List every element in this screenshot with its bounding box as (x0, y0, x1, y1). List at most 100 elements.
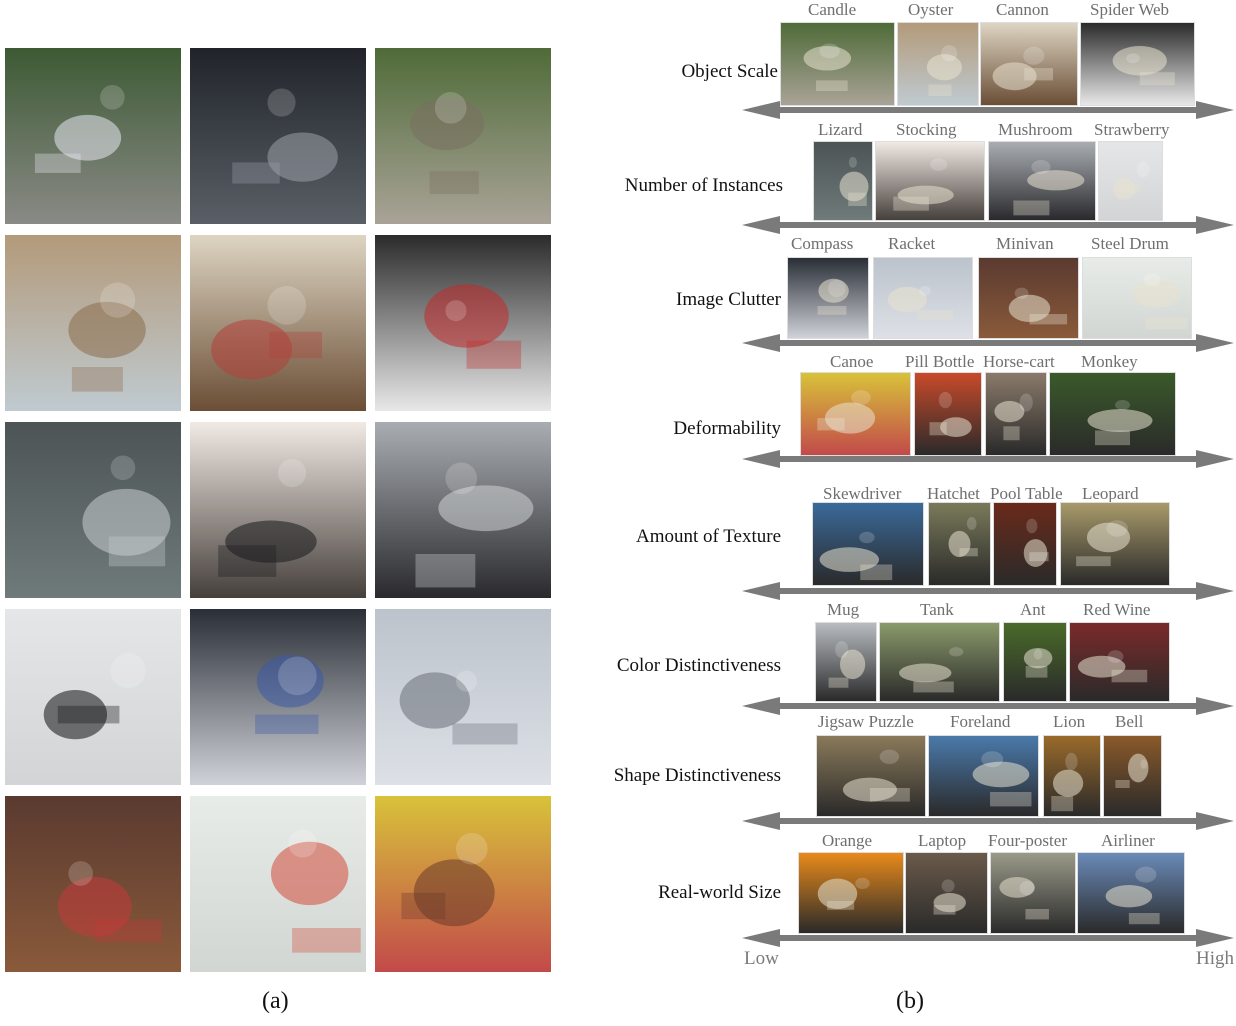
thumbnail-photo (879, 622, 1000, 702)
thumbnail-photo (897, 22, 979, 106)
low-high-arrow (742, 696, 1234, 716)
thumbnail-photo (798, 852, 904, 934)
thumbnail-caption: Mug (827, 600, 860, 619)
thumbnail-caption: Laptop (918, 831, 967, 850)
row-label: Amount of Texture (635, 526, 781, 547)
thumbnail-caption: Monkey (1081, 352, 1138, 371)
thumbnail-photo (1069, 622, 1170, 702)
thumbnail-photo (980, 22, 1078, 106)
thumbnail-photo (978, 257, 1079, 339)
shoe-wall-photo (5, 796, 181, 972)
thumbnail-photo (1060, 502, 1170, 586)
thumbnail-caption: Cannon (996, 0, 1049, 19)
low-high-arrow (742, 100, 1234, 120)
thumbnail-photo (928, 735, 1039, 817)
thumbnail-caption: Stocking (896, 120, 957, 139)
thumbnail-caption: Leopard (1082, 484, 1139, 503)
bar-stools-photo (5, 422, 181, 598)
mobile-phone-photo (375, 609, 551, 785)
thumbnail-photo (988, 141, 1096, 221)
thumbnail-caption: Spider Web (1090, 0, 1170, 19)
thumbnail-caption: Compass (791, 234, 854, 253)
low-label: Low (744, 948, 779, 969)
thumbnail-caption: Red Wine (1083, 600, 1151, 619)
thumbnail-caption: Lizard (818, 120, 863, 139)
thumbnail-caption: Hatchet (927, 484, 980, 503)
thumbnail-photo (1098, 141, 1163, 221)
kid-bicycle-photo (5, 48, 181, 224)
thumbnail-caption: Bell (1115, 712, 1144, 731)
thumbnail-photo (1003, 622, 1067, 702)
thumbnail-caption: Steel Drum (1091, 234, 1169, 253)
thumbnail-caption: Skewdriver (823, 484, 902, 503)
low-high-arrow (742, 333, 1234, 353)
low-high-arrow (742, 581, 1234, 601)
thumbnail-caption: Strawberry (1094, 120, 1170, 139)
thumbnail-caption: Lion (1053, 712, 1086, 731)
thumbnail-photo (1103, 735, 1162, 817)
thumbnail-caption: Candle (808, 0, 857, 19)
row-label: Number of Instances (624, 175, 783, 196)
row-label: Image Clutter (676, 289, 781, 310)
thumbnail-photo (875, 141, 985, 221)
thumbnail-caption: Racket (888, 234, 936, 253)
thumbnail-photo (993, 502, 1057, 586)
panel-a-label: (a) (262, 988, 289, 1014)
thumbnail-caption: Oyster (908, 0, 954, 19)
high-label: High (1196, 948, 1234, 969)
thumbnail-photo (812, 502, 924, 586)
row-label: Real-world Size (658, 882, 781, 903)
low-high-arrow (742, 811, 1234, 831)
thumbnail-photo (1080, 22, 1195, 106)
thumbnail-caption: Pill Bottle (905, 352, 975, 371)
thumbnail-photo (985, 372, 1047, 456)
open-book-photo (5, 235, 181, 411)
panel-b-label: (b) (896, 988, 924, 1014)
thumbnail-caption: Canoe (830, 352, 874, 371)
parked-bicycles-photo (190, 48, 366, 224)
shoe-organizer-photo (375, 796, 551, 972)
fax-machine-photo (190, 609, 366, 785)
thumbnail-photo (1082, 257, 1192, 339)
thumbnail-photo (1043, 735, 1101, 817)
desk-telephone-photo (5, 609, 181, 785)
low-high-arrow (742, 449, 1234, 469)
low-high-arrow (742, 928, 1234, 948)
thumbnail-photo (928, 502, 991, 586)
thumbnail-photo (780, 22, 895, 106)
cycling-path-photo (375, 48, 551, 224)
cafe-chairs-photo (190, 422, 366, 598)
thumbnail-caption: Tank (920, 600, 954, 619)
thumbnail-caption: Jigsaw Puzzle (818, 712, 914, 731)
cafeteria-photo (375, 422, 551, 598)
thumbnail-caption: Airliner (1101, 831, 1155, 850)
row-label: Deformability (673, 418, 781, 439)
magazine-rack-photo (190, 235, 366, 411)
thumbnail-caption: Horse-cart (983, 352, 1055, 371)
thumbnail-photo (787, 257, 869, 339)
thumbnail-caption: Foreland (950, 712, 1011, 731)
thumbnail-photo (816, 735, 926, 817)
thumbnail-photo (815, 622, 877, 702)
thumbnail-photo (990, 852, 1076, 934)
thumbnail-caption: Mushroom (998, 120, 1073, 139)
row-label: Shape Distinctiveness (613, 765, 781, 786)
low-high-arrow (742, 215, 1234, 235)
sandals-photo (190, 796, 366, 972)
thumbnail-photo (905, 852, 988, 934)
thumbnail-photo (1049, 372, 1176, 456)
thumbnail-photo (873, 257, 973, 339)
row-label: Object Scale (681, 61, 778, 82)
dictionary-photo (375, 235, 551, 411)
thumbnail-caption: Four-poster (988, 831, 1067, 850)
thumbnail-caption: Pool Table (990, 484, 1063, 503)
row-label: Color Distinctiveness (616, 655, 781, 676)
thumbnail-caption: Minivan (996, 234, 1054, 253)
thumbnail-photo (914, 372, 982, 456)
thumbnail-caption: Ant (1020, 600, 1046, 619)
thumbnail-caption: Orange (822, 831, 873, 850)
thumbnail-photo (813, 141, 873, 221)
thumbnail-photo (800, 372, 911, 456)
thumbnail-photo (1077, 852, 1185, 934)
